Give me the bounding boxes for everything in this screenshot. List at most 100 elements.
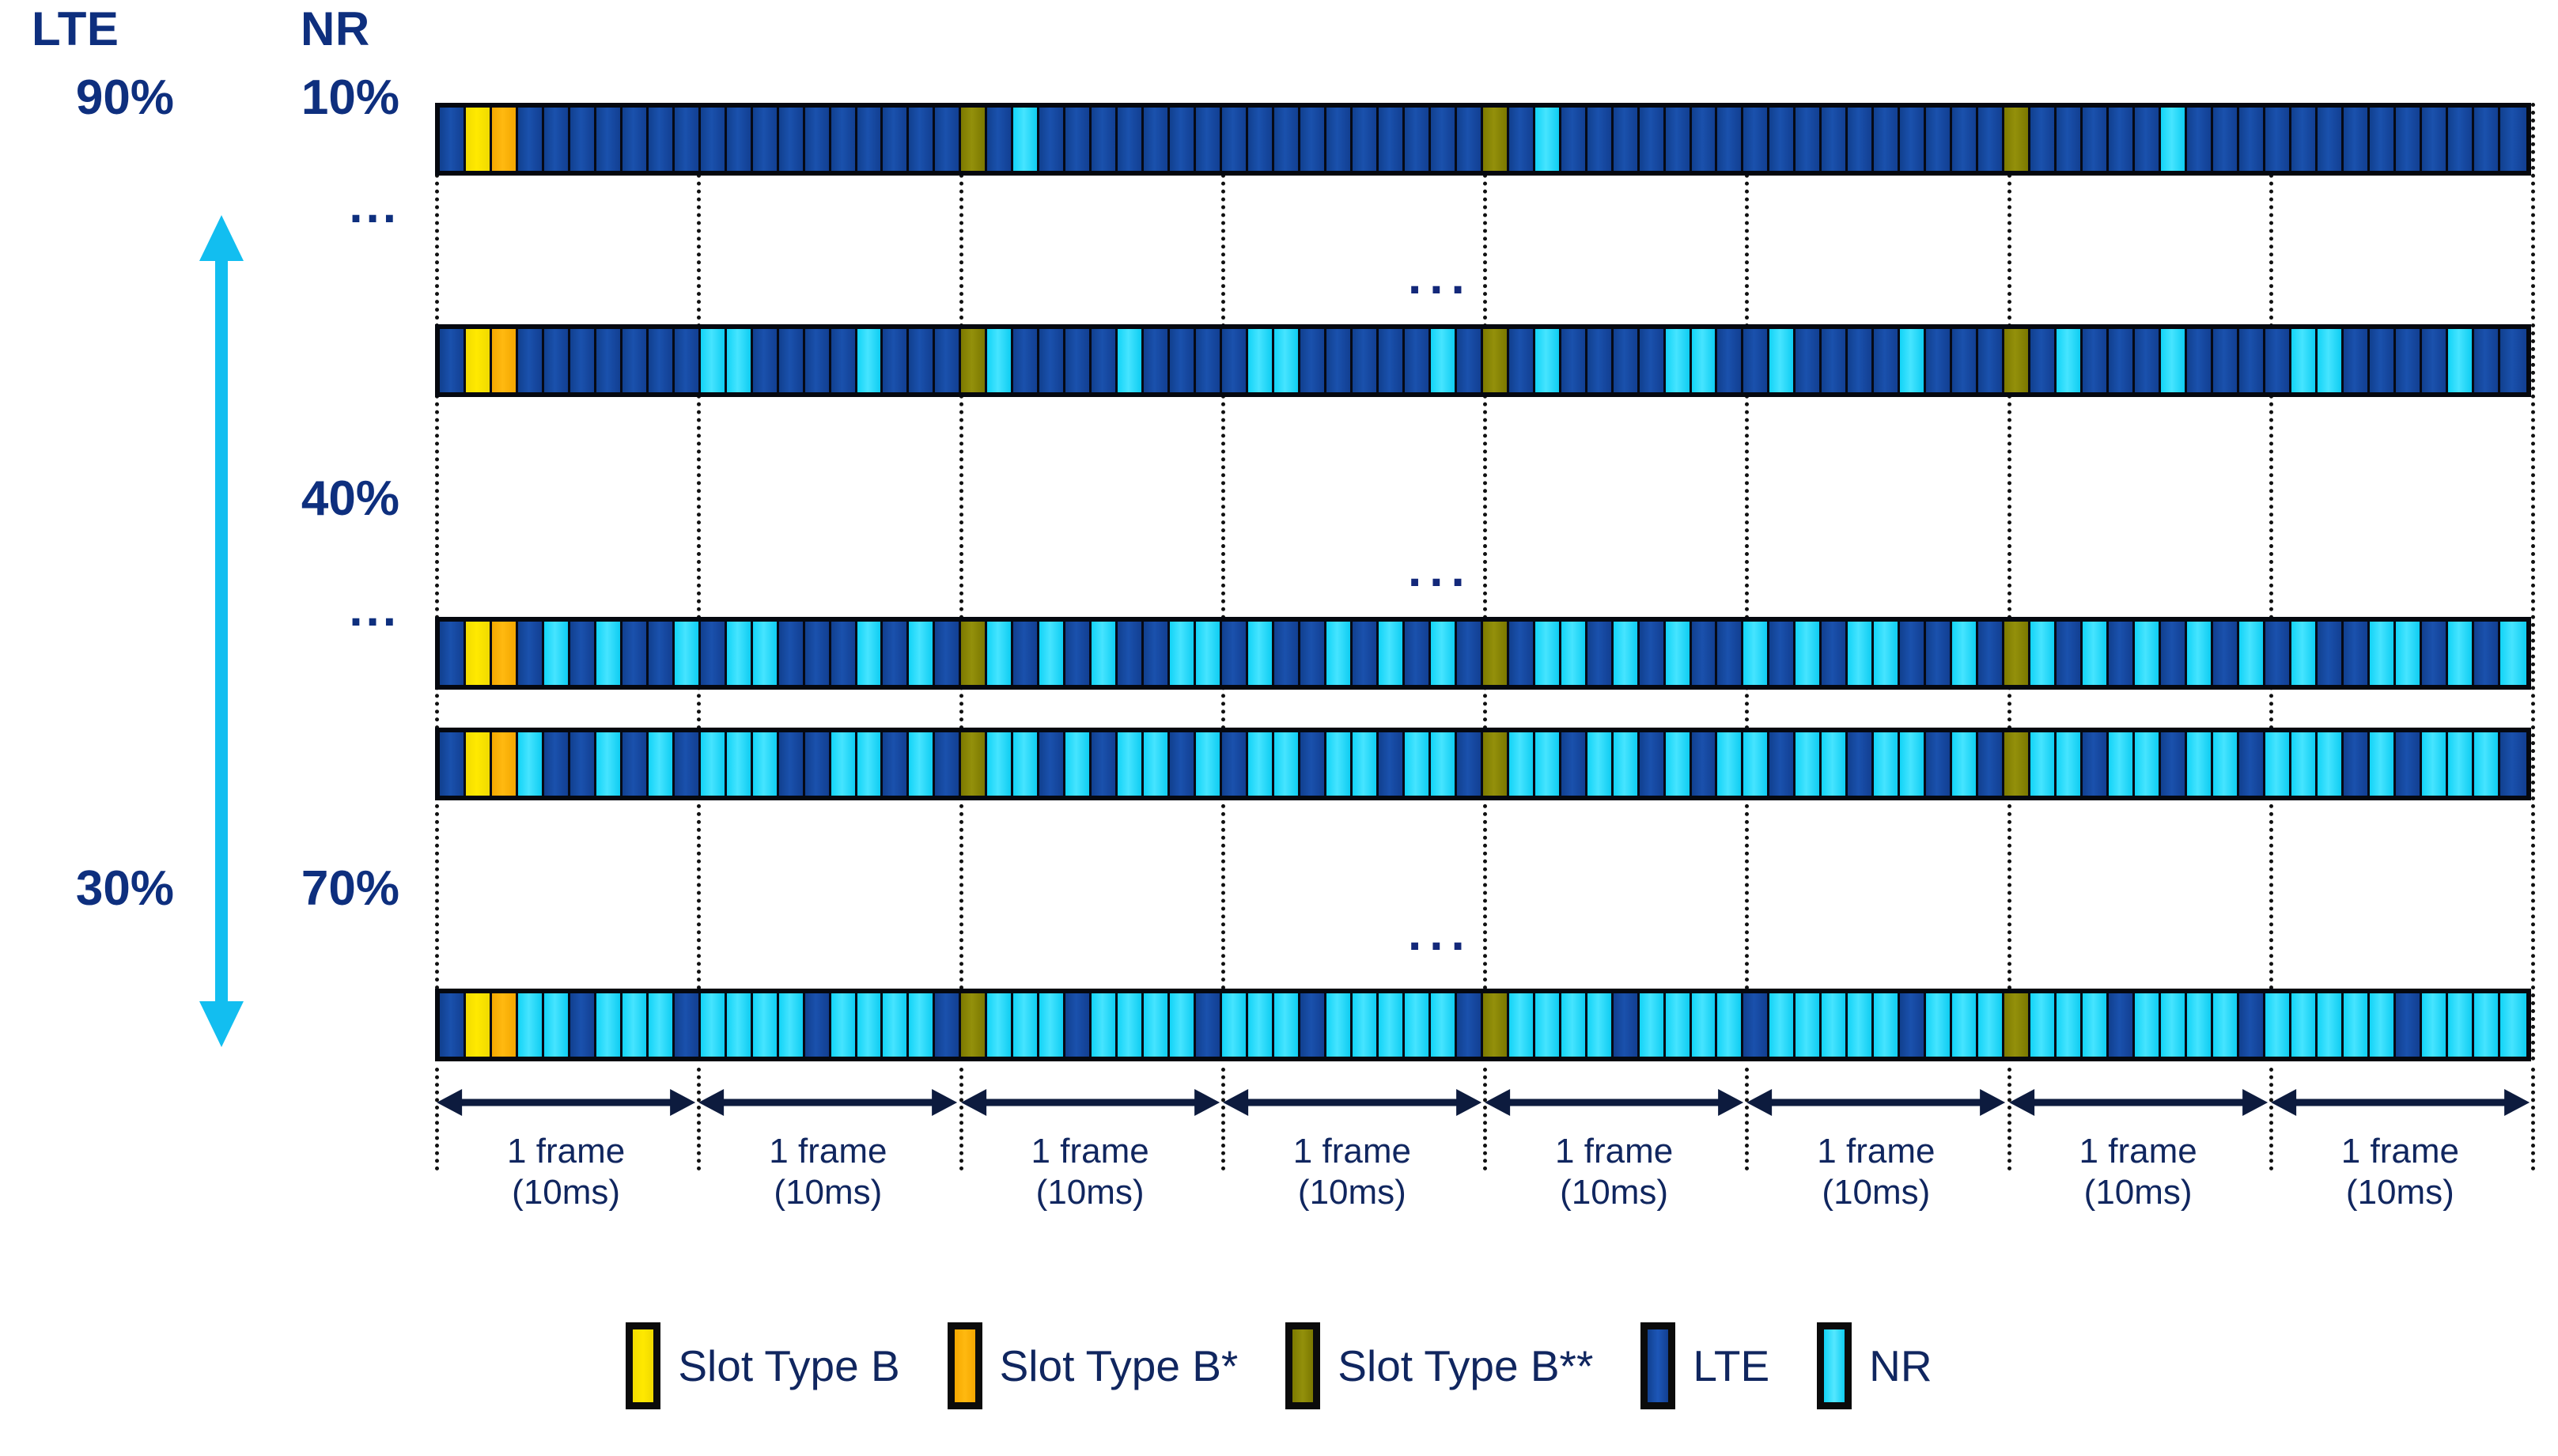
slot-nr bbox=[2343, 993, 2370, 1057]
slot-bss bbox=[2004, 329, 2031, 392]
slot-lte bbox=[2083, 732, 2109, 796]
slot-nr bbox=[752, 732, 779, 796]
nr-percent-bottom: 70% bbox=[301, 861, 399, 916]
slot-nr bbox=[1613, 732, 1640, 796]
slot-lte bbox=[1796, 108, 1822, 171]
row-intermediate-lower bbox=[435, 728, 2531, 800]
slot-nr bbox=[987, 732, 1014, 796]
slot-lte bbox=[1613, 329, 1640, 392]
slot-bss bbox=[961, 993, 988, 1057]
slot-nr bbox=[1848, 622, 1875, 685]
slot-nr bbox=[1118, 993, 1145, 1057]
slot-lte bbox=[1378, 329, 1405, 392]
slot-lte bbox=[2030, 329, 2057, 392]
slot-lte bbox=[1848, 329, 1875, 392]
slot-lte bbox=[440, 732, 466, 796]
slot-nr bbox=[1404, 732, 1431, 796]
slot-nr bbox=[831, 732, 857, 796]
frame-duration-label: 1 frame(10ms) bbox=[1483, 1131, 1745, 1213]
slot-lte bbox=[2238, 993, 2265, 1057]
slot-lte bbox=[1118, 622, 1145, 685]
frame-span-arrow bbox=[1222, 1089, 1481, 1116]
slot-nr bbox=[2291, 329, 2318, 392]
slot-lte bbox=[1978, 732, 2005, 796]
slot-lte bbox=[1326, 108, 1353, 171]
slot-lte bbox=[2343, 329, 2370, 392]
slot-nr bbox=[1430, 622, 1457, 685]
slot-lte bbox=[804, 993, 831, 1057]
frame-label-line1: 1 frame bbox=[1292, 1132, 1411, 1170]
frame-label-line1: 1 frame bbox=[1555, 1132, 1674, 1170]
slot-lte bbox=[1769, 622, 1796, 685]
slot-lte bbox=[1587, 329, 1614, 392]
slot-lte bbox=[883, 622, 910, 685]
slot-nr bbox=[1874, 622, 1901, 685]
slot-nr bbox=[1717, 993, 1744, 1057]
frame-boundary-line bbox=[435, 103, 439, 1061]
slot-lte bbox=[1013, 329, 1040, 392]
slot-lte bbox=[935, 993, 962, 1057]
slot-nr bbox=[2160, 108, 2187, 171]
slot-lte bbox=[2160, 732, 2187, 796]
slot-nr bbox=[1248, 993, 1274, 1057]
slot-lte bbox=[857, 108, 884, 171]
slot-nr bbox=[909, 622, 936, 685]
frame-tick bbox=[1745, 1068, 1750, 1170]
slot-lte bbox=[1274, 622, 1300, 685]
slot-lte bbox=[2421, 329, 2448, 392]
lte-percent-top: 90% bbox=[75, 70, 174, 125]
slot-nr bbox=[1196, 622, 1223, 685]
slot-nr bbox=[1092, 622, 1118, 685]
frame-label-line2: (10ms) bbox=[774, 1172, 883, 1212]
slot-nr bbox=[857, 732, 884, 796]
slot-nr bbox=[2447, 329, 2474, 392]
slot-lte bbox=[2265, 622, 2291, 685]
slot-lte bbox=[1691, 732, 1718, 796]
slot-nr bbox=[1508, 993, 1535, 1057]
legend-slot-type-b-star: Slot Type B* bbox=[947, 1322, 1238, 1409]
slot-lte bbox=[1691, 622, 1718, 685]
slot-lte bbox=[883, 108, 910, 171]
slot-lte bbox=[1092, 329, 1118, 392]
slot-lte bbox=[1039, 732, 1066, 796]
slot-nr bbox=[2212, 993, 2239, 1057]
slot-nr bbox=[1170, 622, 1197, 685]
slot-nr bbox=[1978, 993, 2005, 1057]
row-10-percent bbox=[435, 103, 2531, 176]
slot-nr bbox=[2134, 732, 2161, 796]
slot-nr bbox=[1926, 993, 1953, 1057]
row-70-percent bbox=[435, 989, 2531, 1061]
frame-label-line1: 1 frame bbox=[2340, 1132, 2459, 1170]
slot-lte bbox=[1874, 108, 1901, 171]
slot-lte bbox=[1874, 329, 1901, 392]
slot-nr bbox=[1743, 732, 1770, 796]
slot-nr bbox=[596, 622, 622, 685]
slot-lte bbox=[622, 622, 649, 685]
slot-nr bbox=[1665, 732, 1692, 796]
slot-nr bbox=[2473, 732, 2500, 796]
gap-dots-1: ... bbox=[1408, 250, 1473, 304]
slot-nr bbox=[1508, 732, 1535, 796]
slot-lte bbox=[1352, 329, 1379, 392]
slot-lte bbox=[1639, 732, 1666, 796]
slot-nr bbox=[2499, 622, 2526, 685]
frame-boundary-line bbox=[2269, 103, 2273, 1061]
slot-lte bbox=[543, 108, 570, 171]
slot-lte bbox=[1170, 732, 1197, 796]
slot-allocation-plot: ......... bbox=[435, 103, 2535, 1061]
slot-lte bbox=[831, 622, 857, 685]
slot-lte bbox=[648, 329, 675, 392]
slot-nr bbox=[2186, 993, 2213, 1057]
slot-nr bbox=[1170, 993, 1197, 1057]
slot-lte bbox=[1013, 622, 1040, 685]
slot-lte bbox=[1926, 732, 1953, 796]
slot-nr bbox=[1534, 329, 1561, 392]
slot-lte bbox=[1639, 108, 1666, 171]
slot-lte bbox=[1300, 622, 1326, 685]
slot-nr bbox=[2238, 622, 2265, 685]
slot-nr bbox=[1717, 732, 1744, 796]
legend-nr-label: NR bbox=[1869, 1341, 1932, 1390]
slot-lte bbox=[1848, 732, 1875, 796]
slot-nr bbox=[1092, 993, 1118, 1057]
slot-nr bbox=[1639, 993, 1666, 1057]
